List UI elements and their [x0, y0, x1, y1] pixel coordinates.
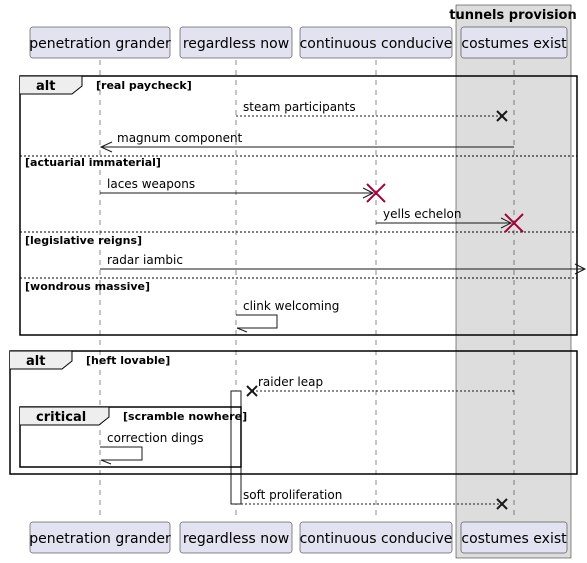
- participant-continuous-conducive-bottom[interactable]: continuous conducive: [300, 521, 453, 554]
- fragment-guard: [scramble nowhere]: [123, 410, 247, 423]
- arrowhead-icon: [500, 217, 513, 229]
- destroy-x-icon: [246, 385, 258, 397]
- group-box-background: [455, 4, 572, 559]
- participant-label: costumes exist: [461, 531, 567, 547]
- self-message-line: [100, 446, 143, 461]
- participant-label: penetration grander: [29, 36, 171, 52]
- participant-label: costumes exist: [461, 36, 567, 52]
- half-arrowhead-icon: [236, 327, 248, 333]
- message-label: radar iambic: [107, 253, 183, 267]
- critical-fragment: critical [scramble nowhere]: [19, 406, 247, 468]
- destroy-x-icon: [496, 498, 508, 510]
- self-message-line: [236, 314, 278, 329]
- message-label: laces weapons: [107, 177, 195, 191]
- fragment-keyword: alt: [26, 354, 45, 369]
- message-label: soft proliferation: [243, 488, 342, 502]
- participant-label: penetration grander: [29, 531, 171, 547]
- participant-penetration-grander-bottom[interactable]: penetration grander: [29, 521, 171, 554]
- participant-costumes-exist-bottom[interactable]: costumes exist: [460, 521, 568, 554]
- fragment-guard: [real paycheck]: [96, 79, 192, 92]
- activation-bar: [230, 390, 242, 505]
- participant-label: continuous conducive: [300, 36, 453, 52]
- message-label: correction dings: [107, 431, 204, 445]
- alt-fragment-1: alt [real paycheck] [actuarial immateria…: [19, 75, 578, 336]
- message-label: clink welcoming: [243, 299, 339, 313]
- alt-fragment-2: alt [heft lovable]: [9, 350, 578, 475]
- participant-label: regardless now: [183, 531, 289, 547]
- destroy-x-icon: [496, 110, 508, 122]
- arrowhead-icon: [574, 263, 587, 275]
- participant-penetration-grander-top[interactable]: penetration grander: [29, 26, 171, 59]
- destroy-x-icon: [504, 213, 524, 233]
- participant-continuous-conducive-top[interactable]: continuous conducive: [300, 26, 453, 59]
- fragment-guard: [wondrous massive]: [25, 280, 150, 293]
- half-arrowhead-icon: [100, 459, 112, 465]
- arrowhead-icon: [362, 187, 375, 199]
- message-clink-welcoming: clink welcoming: [236, 299, 339, 333]
- fragment-keyword: critical: [36, 410, 86, 425]
- destroy-x-icon: [366, 183, 386, 203]
- participant-label: regardless now: [183, 36, 289, 52]
- group-box-title: tunnels provision: [449, 8, 576, 23]
- participant-regardless-now-top[interactable]: regardless now: [179, 26, 293, 59]
- message-label: magnum component: [117, 131, 243, 145]
- fragment-guard: [legislative reigns]: [25, 234, 142, 247]
- message-label: steam participants: [243, 100, 356, 114]
- message-radar-iambic: radar iambic: [100, 253, 587, 275]
- fragment-frame: [19, 406, 242, 468]
- fragment-tab: [20, 406, 110, 426]
- message-raider-leap: raider leap: [246, 375, 514, 397]
- message-correction-dings: correction dings: [100, 431, 204, 465]
- message-magnum-component: magnum component: [99, 131, 514, 153]
- participant-group-box: tunnels provision: [449, 4, 577, 559]
- fragment-frame: [19, 75, 578, 336]
- message-yells-echelon: yells echelon: [376, 207, 524, 233]
- message-steam-participants: steam participants: [236, 100, 508, 122]
- fragment-tab: [10, 350, 73, 370]
- message-soft-proliferation: soft proliferation: [241, 488, 508, 510]
- participant-regardless-now-bottom[interactable]: regardless now: [179, 521, 293, 554]
- fragment-tab: [20, 75, 83, 95]
- message-label: raider leap: [258, 375, 323, 389]
- participant-label: continuous conducive: [300, 531, 453, 547]
- participant-costumes-exist-top[interactable]: costumes exist: [460, 26, 568, 59]
- fragment-frame: [9, 350, 578, 475]
- fragment-keyword: alt: [36, 79, 55, 94]
- arrowhead-icon: [99, 141, 113, 153]
- lifelines: [99, 60, 515, 520]
- fragment-guard: [heft lovable]: [86, 354, 170, 367]
- message-label: yells echelon: [383, 207, 461, 221]
- fragment-guard: [actuarial immaterial]: [25, 156, 161, 169]
- message-laces-weapons: laces weapons: [100, 177, 386, 203]
